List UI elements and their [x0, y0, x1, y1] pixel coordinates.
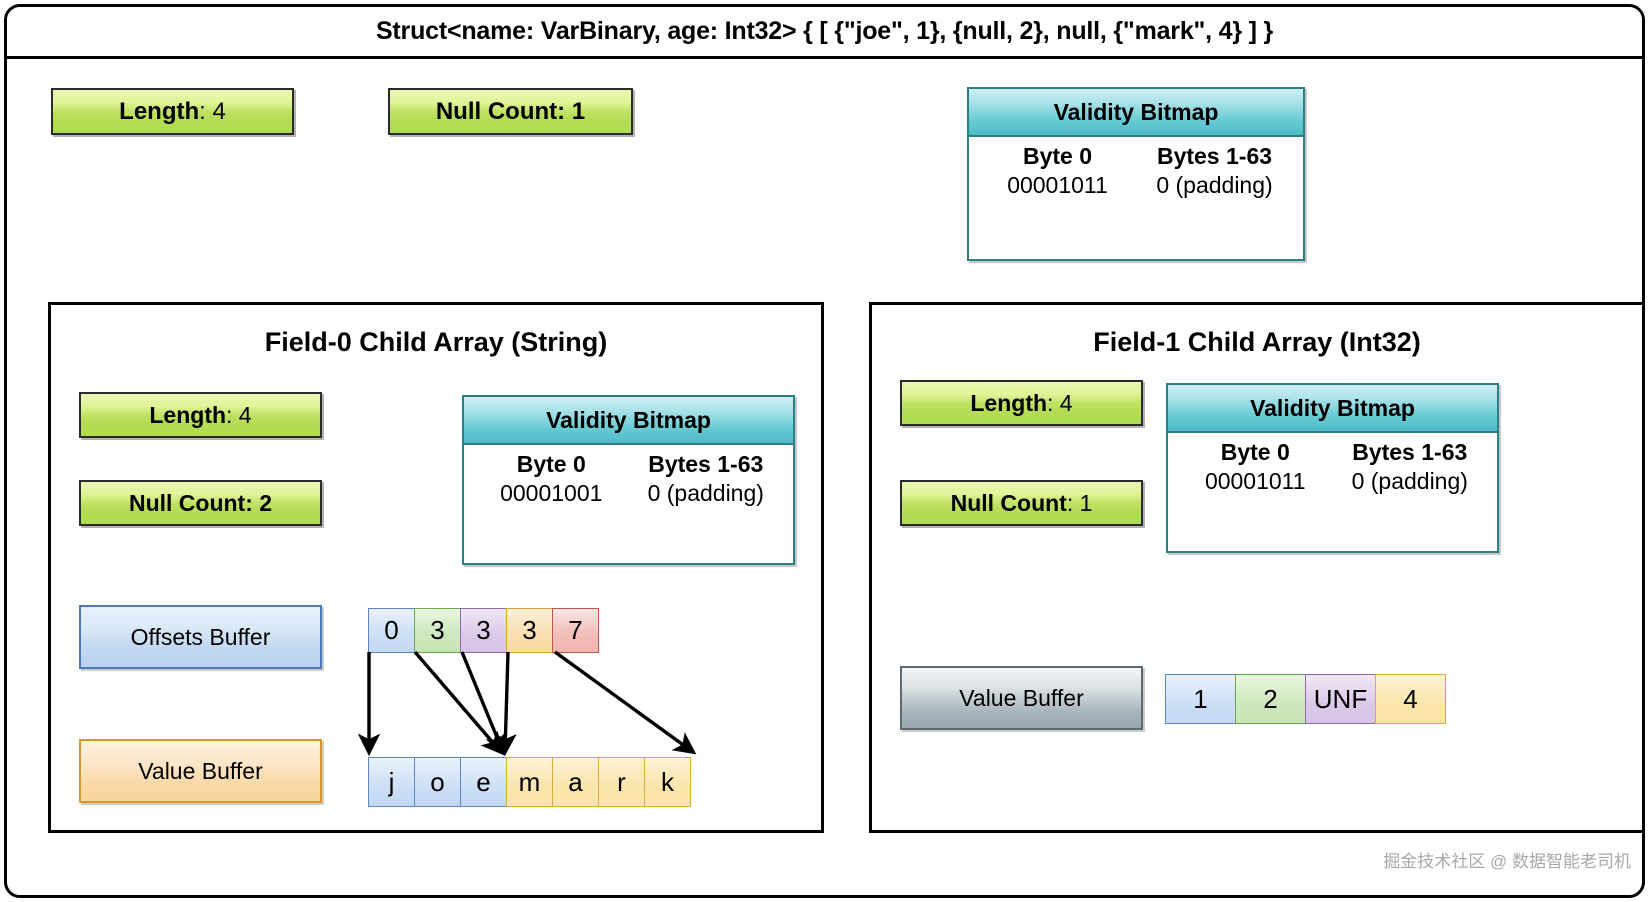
field0-nullcount-box: Null Count: 2 [79, 480, 322, 526]
toplevel-length-value: : 4 [199, 97, 226, 125]
field1-bitmap-header: Validity Bitmap [1168, 385, 1497, 433]
cell: 3 [414, 608, 461, 653]
field1-nullcount-label: Null Count [950, 489, 1067, 516]
cell: 3 [506, 608, 553, 653]
field1-length-label: Length [970, 389, 1048, 416]
field1-validity-bitmap: Validity Bitmap Byte 0 Bytes 1-63 000010… [1166, 383, 1499, 553]
field0-value-buffer-label: Value Buffer [79, 739, 322, 803]
cell: 0 [368, 608, 415, 653]
field0-bitmap-col1-value: 0 (padding) [647, 480, 764, 506]
toplevel-length-box: Length: 4 [51, 88, 294, 135]
field1-length-box: Length: 4 [900, 380, 1143, 426]
toplevel-validity-bitmap: Validity Bitmap Byte 0 Bytes 1-63 000010… [967, 87, 1305, 261]
field0-offsets-buffer-text: Offsets Buffer [130, 623, 271, 650]
field0-bitmap-col0-value: 00001001 [500, 480, 603, 506]
field1-value-buffer-label: Value Buffer [900, 666, 1143, 730]
field0-title: Field-0 Child Array (String) [264, 327, 608, 357]
cell: 1 [1165, 674, 1236, 724]
field1-title: Field-1 Child Array (Int32) [1093, 327, 1421, 357]
field0-panel: Field-0 Child Array (String) Length: 4 N… [48, 302, 824, 833]
cell: r [598, 757, 645, 807]
field0-validity-bitmap: Validity Bitmap Byte 0 Bytes 1-63 000010… [462, 395, 795, 565]
toplevel-bitmap-col0-value: 00001011 [1007, 172, 1108, 198]
cell: 2 [1235, 674, 1306, 724]
field0-bitmap-col0-header: Byte 0 [516, 451, 586, 477]
cell: m [506, 757, 553, 807]
field0-bitmap-header: Validity Bitmap [464, 397, 793, 445]
field0-length-label: Length [149, 401, 227, 428]
cell: j [368, 757, 415, 807]
field1-bitmap-col1-header: Bytes 1-63 [1352, 439, 1468, 465]
toplevel-length-label: Length [119, 97, 200, 125]
cell: 4 [1375, 674, 1446, 724]
field0-bitmap-col1-header: Bytes 1-63 [648, 451, 764, 477]
cell: UNF [1305, 674, 1376, 724]
cell: e [460, 757, 507, 807]
watermark: 掘金技术社区 @ 数据智能老司机 [1383, 852, 1631, 871]
cell: k [644, 757, 691, 807]
toplevel-bitmap-col1-header: Bytes 1-63 [1156, 143, 1273, 169]
field0-nullcount-label: Null Count: 2 [128, 489, 273, 516]
field1-nullcount-box: Null Count: 1 [900, 480, 1143, 526]
toplevel-nullcount-label: Null Count: 1 [435, 97, 586, 125]
field1-length-value: : 4 [1047, 389, 1073, 416]
cell: 7 [552, 608, 599, 653]
field0-length-value: : 4 [226, 401, 252, 428]
toplevel-bitmap-col0-header: Byte 0 [1022, 143, 1093, 169]
toplevel-nullcount-box: Null Count: 1 [388, 88, 633, 135]
field0-offsets-buffer-label: Offsets Buffer [79, 605, 322, 669]
toplevel-bitmap-col1-value: 0 (padding) [1156, 172, 1273, 198]
cell: a [552, 757, 599, 807]
field1-value-buffer-text: Value Buffer [959, 684, 1084, 711]
field1-bitmap-col0-value: 00001011 [1204, 468, 1306, 494]
toplevel-bitmap-header: Validity Bitmap [969, 89, 1303, 137]
field0-value-buffer-text: Value Buffer [138, 757, 263, 784]
field1-bitmap-col1-value: 0 (padding) [1351, 468, 1468, 494]
field1-bitmap-col0-header: Byte 0 [1220, 439, 1290, 465]
field0-length-box: Length: 4 [79, 392, 322, 438]
cell: o [414, 757, 461, 807]
cell: 3 [460, 608, 507, 653]
field1-nullcount-value: : 1 [1066, 489, 1093, 516]
page-title: Struct<name: VarBinary, age: Int32> { [ … [375, 17, 1274, 45]
outer-frame: Struct<name: VarBinary, age: Int32> { [ … [4, 4, 1645, 898]
field1-panel: Field-1 Child Array (Int32) Length: 4 Nu… [869, 302, 1645, 833]
title-bar: Struct<name: VarBinary, age: Int32> { [ … [7, 7, 1642, 59]
